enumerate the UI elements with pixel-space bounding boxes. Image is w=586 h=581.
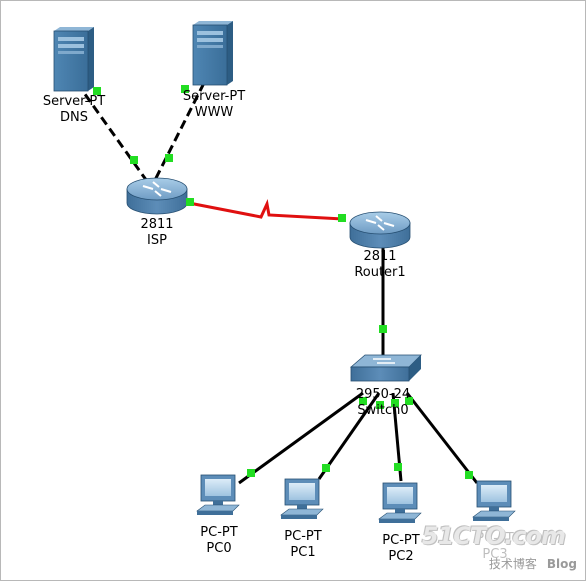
watermark-brand: 51CTO.com	[421, 522, 566, 550]
watermark-logo: 51CTO.com 技术博客 Blog	[422, 522, 577, 574]
port-light	[186, 198, 194, 206]
pc3-label: PC-PT PC3	[476, 531, 513, 563]
server-icon	[53, 27, 94, 92]
device-name: PC3	[482, 547, 508, 562]
port-light	[405, 397, 413, 405]
pc1[interactable]	[280, 478, 324, 519]
port-light	[93, 87, 101, 95]
link-dns-isp[interactable]	[75, 82, 151, 185]
device-model: 2950-24	[355, 387, 411, 402]
switch0[interactable]	[349, 354, 422, 382]
dns-server-label: Server-PT DNS	[43, 94, 105, 126]
port-light	[359, 397, 367, 405]
device-model: PC-PT	[200, 525, 238, 540]
device-model: 2811	[363, 249, 397, 264]
watermark-subtitle: 技术博客 Blog	[489, 555, 577, 572]
port-lights	[93, 85, 473, 479]
device-name: PC2	[388, 549, 414, 564]
device-model: PC-PT	[382, 533, 420, 548]
port-light	[181, 85, 189, 93]
isp-router[interactable]	[126, 177, 188, 215]
device-name: ISP	[147, 233, 167, 248]
server-icon	[192, 21, 233, 86]
link-isp-router1[interactable]	[188, 199, 344, 221]
port-light	[322, 464, 330, 472]
pc-icon	[378, 482, 422, 523]
isp-router-label: 2811 ISP	[140, 217, 173, 249]
port-light	[338, 214, 346, 222]
port-light	[130, 156, 138, 164]
links-layer	[75, 82, 479, 485]
device-model: Server-PT	[182, 89, 246, 104]
port-light	[465, 471, 473, 479]
device-model: PC-PT	[284, 529, 322, 544]
port-light	[379, 325, 387, 333]
pc-icon	[280, 478, 324, 519]
port-light	[376, 401, 384, 409]
pc-icon	[196, 474, 240, 515]
device-model: 2811	[140, 217, 174, 232]
www-server-label: Server-PT WWW	[183, 89, 245, 121]
watermark-sub-text: 技术博客	[488, 557, 537, 571]
device-name: Switch0	[357, 403, 409, 418]
pc2-label: PC-PT PC2	[382, 533, 419, 565]
device-name: WWW	[194, 105, 234, 120]
port-light	[394, 463, 402, 471]
device-name: DNS	[60, 110, 88, 125]
device-name: PC1	[290, 545, 316, 560]
dns-server[interactable]	[53, 27, 94, 92]
pc0[interactable]	[196, 474, 240, 515]
port-light	[165, 154, 173, 162]
router-icon	[349, 211, 411, 249]
watermark-blog: Blog	[546, 557, 577, 571]
pc2[interactable]	[378, 482, 422, 523]
router1-label: 2811 Router1	[354, 249, 405, 281]
link-switch0-pc3[interactable]	[405, 392, 479, 484]
www-server[interactable]	[192, 21, 233, 86]
link-switch0-pc0[interactable]	[238, 391, 364, 485]
pc0-label: PC-PT PC0	[200, 525, 237, 557]
pc3[interactable]	[472, 480, 516, 521]
port-light	[391, 399, 399, 407]
device-name: Router1	[354, 265, 406, 280]
device-model: PC-PT	[476, 531, 514, 546]
router-icon	[126, 177, 188, 215]
device-name: PC0	[206, 541, 232, 556]
device-model: Server-PT	[42, 94, 106, 109]
link-www-isp[interactable]	[151, 82, 206, 185]
port-light	[247, 469, 255, 477]
switch-icon	[349, 354, 422, 382]
pc1-label: PC-PT PC1	[284, 529, 321, 561]
pc-icon	[472, 480, 516, 521]
router1[interactable]	[349, 211, 411, 249]
switch0-label: 2950-24 Switch0	[356, 387, 410, 419]
